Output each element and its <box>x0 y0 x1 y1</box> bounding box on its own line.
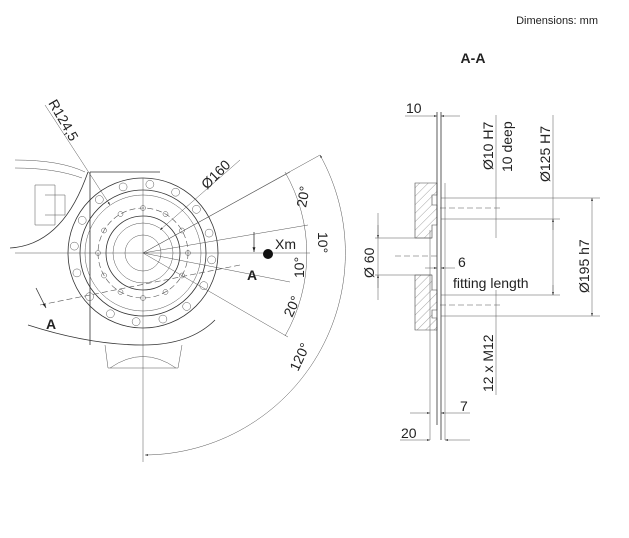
mass-center-label: Xm <box>275 236 296 252</box>
pin-depth-label: 10 deep <box>499 121 515 172</box>
outer-diameter-label: Ø195 h7 <box>576 239 592 293</box>
units-label: Dimensions: mm <box>516 15 598 27</box>
fitting-length-label: fitting length <box>453 275 529 291</box>
bolt-hole <box>204 228 214 238</box>
angle-lower-inner: 10° <box>291 257 307 278</box>
bore-label: Ø125 H7 <box>537 126 553 182</box>
dim-20: 20 <box>401 425 417 441</box>
flange-diameter-label: Ø160 <box>198 156 234 192</box>
bolt-hole <box>106 309 115 319</box>
bolt-hole <box>95 195 104 204</box>
spigot-label: Ø 60 <box>361 247 377 278</box>
fitting-depth-label: 6 <box>458 254 466 270</box>
front-view: R124,5 Ø160 Xm A A 20° 10° 10° 20° 120° <box>9 97 346 462</box>
angle-lower-outer: 20° <box>280 293 303 319</box>
section-title: A-A <box>461 50 486 66</box>
section-view: 10 Ø10 H7 10 deep Ø125 H7 Ø195 h7 Ø 60 6… <box>361 100 600 441</box>
threads-label: 12 x M12 <box>480 334 496 392</box>
bolt-hole <box>118 182 128 192</box>
mass-center-dot <box>263 249 273 259</box>
angle-upper-inner: 10° <box>315 232 331 253</box>
bolt-hole <box>131 317 141 326</box>
bolt-hole <box>85 292 94 301</box>
section-mark-right: A <box>247 267 257 283</box>
bolt-hole <box>101 227 107 234</box>
dim-7: 7 <box>460 398 468 414</box>
bolt-hole <box>70 241 79 251</box>
bolt-hole <box>207 255 216 265</box>
bolt-hole <box>182 302 191 311</box>
bolt-hole <box>171 187 180 197</box>
bolt-hole <box>158 314 168 324</box>
bolt-hole <box>145 180 155 189</box>
bolt-hole <box>101 272 107 279</box>
bolt-hole <box>72 268 82 278</box>
section-mark-left: A <box>46 316 56 332</box>
dim-top: 10 <box>406 100 422 116</box>
angle-range: 120° <box>286 340 313 373</box>
bolt-hole <box>77 216 87 225</box>
radius-label: R124,5 <box>45 97 82 144</box>
bolt-hole <box>117 289 124 295</box>
bolt-hole <box>117 211 124 217</box>
angle-upper-outer: 20° <box>293 185 312 209</box>
bolt-hole <box>192 205 201 214</box>
pin-hole-label: Ø10 H7 <box>480 122 496 170</box>
